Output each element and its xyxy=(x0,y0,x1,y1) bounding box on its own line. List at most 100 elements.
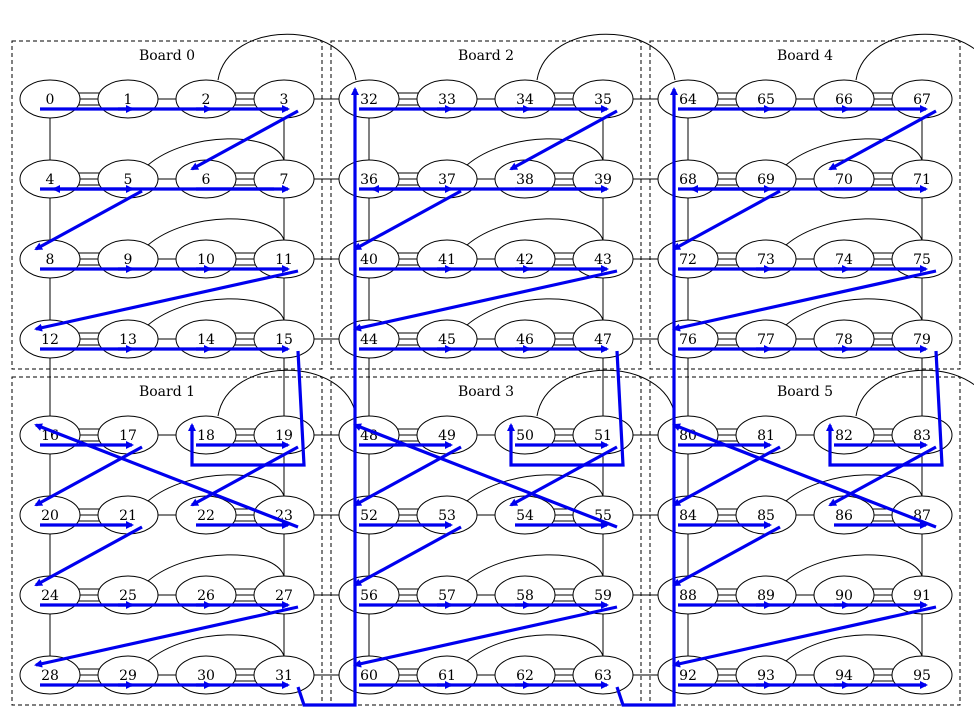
node-86[interactable]: 86 xyxy=(813,495,875,535)
node-48[interactable]: 48 xyxy=(338,415,400,455)
node-89[interactable]: 89 xyxy=(735,575,797,615)
node-26[interactable]: 26 xyxy=(175,575,237,615)
node-95[interactable]: 95 xyxy=(891,655,953,695)
node-9[interactable]: 9 xyxy=(97,239,159,279)
node-2[interactable]: 2 xyxy=(175,79,237,119)
node-21[interactable]: 21 xyxy=(97,495,159,535)
node-84[interactable]: 84 xyxy=(657,495,719,535)
node-69[interactable]: 69 xyxy=(735,159,797,199)
node-43[interactable]: 43 xyxy=(572,239,634,279)
node-8[interactable]: 8 xyxy=(19,239,81,279)
node-62[interactable]: 62 xyxy=(494,655,556,695)
node-49[interactable]: 49 xyxy=(416,415,478,455)
node-22[interactable]: 22 xyxy=(175,495,237,535)
node-90[interactable]: 90 xyxy=(813,575,875,615)
node-20[interactable]: 20 xyxy=(19,495,81,535)
node-67[interactable]: 67 xyxy=(891,79,953,119)
node-41[interactable]: 41 xyxy=(416,239,478,279)
route-step-37-40 xyxy=(353,189,462,251)
node-1-label: 1 xyxy=(124,92,133,108)
node-84-label: 84 xyxy=(679,508,697,524)
node-39[interactable]: 39 xyxy=(572,159,634,199)
node-63[interactable]: 63 xyxy=(572,655,634,695)
node-80[interactable]: 80 xyxy=(657,415,719,455)
node-29[interactable]: 29 xyxy=(97,655,159,695)
node-93[interactable]: 93 xyxy=(735,655,797,695)
node-52[interactable]: 52 xyxy=(338,495,400,535)
node-18[interactable]: 18 xyxy=(175,415,237,455)
node-35[interactable]: 35 xyxy=(572,79,634,119)
node-5[interactable]: 5 xyxy=(97,159,159,199)
node-73[interactable]: 73 xyxy=(735,239,797,279)
node-25[interactable]: 25 xyxy=(97,575,159,615)
route-path xyxy=(34,87,944,707)
node-4[interactable]: 4 xyxy=(19,159,81,199)
node-34[interactable]: 34 xyxy=(494,79,556,119)
node-37[interactable]: 37 xyxy=(416,159,478,199)
node-31[interactable]: 31 xyxy=(253,655,315,695)
node-61[interactable]: 61 xyxy=(416,655,478,695)
node-59[interactable]: 59 xyxy=(572,575,634,615)
node-57[interactable]: 57 xyxy=(416,575,478,615)
node-79[interactable]: 79 xyxy=(891,319,953,359)
route-step-27-28 xyxy=(34,605,299,668)
node-82[interactable]: 82 xyxy=(813,415,875,455)
node-58[interactable]: 58 xyxy=(494,575,556,615)
node-34-label: 34 xyxy=(516,92,534,108)
node-70[interactable]: 70 xyxy=(813,159,875,199)
node-68[interactable]: 68 xyxy=(657,159,719,199)
node-3[interactable]: 3 xyxy=(253,79,315,119)
node-33[interactable]: 33 xyxy=(416,79,478,119)
node-50[interactable]: 50 xyxy=(494,415,556,455)
node-15[interactable]: 15 xyxy=(253,319,315,359)
node-81[interactable]: 81 xyxy=(735,415,797,455)
node-54[interactable]: 54 xyxy=(494,495,556,535)
node-68-label: 68 xyxy=(679,172,697,188)
node-46[interactable]: 46 xyxy=(494,319,556,359)
node-64[interactable]: 64 xyxy=(657,79,719,119)
node-17[interactable]: 17 xyxy=(97,415,159,455)
node-24[interactable]: 24 xyxy=(19,575,81,615)
node-11[interactable]: 11 xyxy=(253,239,315,279)
node-0[interactable]: 0 xyxy=(19,79,81,119)
node-16[interactable]: 16 xyxy=(19,415,81,455)
node-66[interactable]: 66 xyxy=(813,79,875,119)
node-85[interactable]: 85 xyxy=(735,495,797,535)
node-85-label: 85 xyxy=(757,508,775,524)
node-91[interactable]: 91 xyxy=(891,575,953,615)
node-74[interactable]: 74 xyxy=(813,239,875,279)
node-10[interactable]: 10 xyxy=(175,239,237,279)
node-47[interactable]: 47 xyxy=(572,319,634,359)
node-40[interactable]: 40 xyxy=(338,239,400,279)
node-52-label: 52 xyxy=(360,508,378,524)
node-83[interactable]: 83 xyxy=(891,415,953,455)
node-71[interactable]: 71 xyxy=(891,159,953,199)
node-1[interactable]: 1 xyxy=(97,79,159,119)
node-32[interactable]: 32 xyxy=(338,79,400,119)
node-57-label: 57 xyxy=(438,588,456,604)
node-7[interactable]: 7 xyxy=(253,159,315,199)
node-72[interactable]: 72 xyxy=(657,239,719,279)
node-94[interactable]: 94 xyxy=(813,655,875,695)
node-42[interactable]: 42 xyxy=(494,239,556,279)
node-19[interactable]: 19 xyxy=(253,415,315,455)
node-13[interactable]: 13 xyxy=(97,319,159,359)
node-6[interactable]: 6 xyxy=(175,159,237,199)
route-step-23-16 xyxy=(34,423,299,529)
node-45[interactable]: 45 xyxy=(416,319,478,359)
node-51[interactable]: 51 xyxy=(572,415,634,455)
node-78[interactable]: 78 xyxy=(813,319,875,359)
node-14[interactable]: 14 xyxy=(175,319,237,359)
node-30[interactable]: 30 xyxy=(175,655,237,695)
node-27[interactable]: 27 xyxy=(253,575,315,615)
node-77[interactable]: 77 xyxy=(735,319,797,359)
node-39-label: 39 xyxy=(594,172,612,188)
node-11-label: 11 xyxy=(275,252,293,268)
node-75[interactable]: 75 xyxy=(891,239,953,279)
node-65[interactable]: 65 xyxy=(735,79,797,119)
node-88[interactable]: 88 xyxy=(657,575,719,615)
node-53[interactable]: 53 xyxy=(416,495,478,535)
node-56[interactable]: 56 xyxy=(338,575,400,615)
node-36[interactable]: 36 xyxy=(338,159,400,199)
node-38[interactable]: 38 xyxy=(494,159,556,199)
